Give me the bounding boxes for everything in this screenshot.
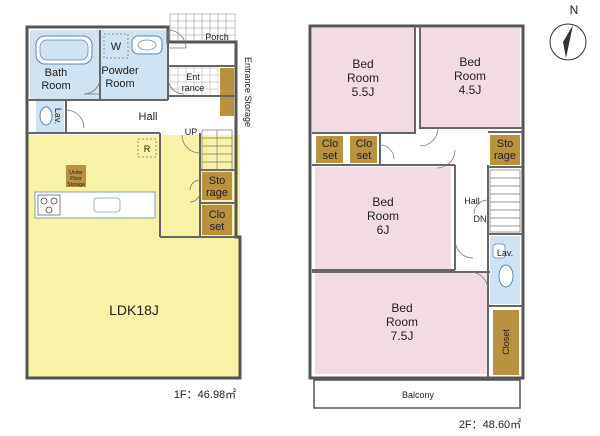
svg-text:Room: Room [347, 71, 379, 85]
bed3-fill [315, 167, 451, 270]
svg-text:Storage: Storage [67, 182, 85, 188]
toilet-1f [39, 106, 53, 126]
stairs-2f [489, 169, 521, 233]
floor-2-area: 2F：48.60㎡ [459, 418, 521, 431]
closet-2f-a-label: Clo [322, 138, 339, 150]
svg-text:set: set [323, 150, 338, 162]
lav-2f-label: Lav. [497, 248, 513, 258]
ldk-label: LDK18J [109, 302, 159, 318]
hall-1f-label: Hall [139, 111, 158, 123]
underfloor-storage-hatch [66, 165, 86, 187]
svg-text:Room: Room [454, 69, 486, 83]
porch-tiles [169, 13, 236, 43]
svg-text:Floor: Floor [70, 176, 82, 182]
outer-wall-2f [308, 24, 525, 380]
closet-2f-a-fill [316, 136, 343, 163]
lav-1f-label: Lav. [53, 108, 63, 124]
svg-text:Room: Room [367, 209, 399, 223]
bed2-fill [420, 28, 520, 128]
inner-walls-2f [312, 26, 523, 378]
toilet-2f [498, 264, 514, 288]
stairs-1f [201, 129, 233, 171]
svg-text:rance: rance [182, 83, 205, 93]
entrance-storage-label: Entrance Storage [243, 57, 253, 127]
svg-text:rage: rage [206, 187, 228, 199]
closet-long-label: Closet [501, 329, 511, 355]
washbasin-1f [131, 35, 163, 55]
refrigerator-space [137, 138, 157, 158]
bathtub [35, 35, 93, 65]
entrance-label: Ent [186, 72, 200, 82]
stairs-up-label: UP [185, 127, 198, 137]
svg-text:set: set [210, 221, 225, 233]
storage-1f-fill [202, 172, 232, 200]
powder-room-label: Powder [101, 65, 139, 77]
floor-1: Bath Room Powder Room W Porch Ent rance … [25, 13, 253, 401]
north-compass-icon [549, 23, 587, 61]
entrance-storage-fill [220, 68, 234, 116]
closet-long-fill [493, 310, 519, 375]
bed4-fill [315, 272, 487, 374]
stairs-down-label: DN [474, 214, 487, 224]
svg-text:6J: 6J [377, 223, 390, 237]
doors-1f [65, 29, 201, 203]
svg-text:7.5J: 7.5J [391, 329, 414, 343]
svg-text:5.5J: 5.5J [352, 85, 375, 99]
balcony-label: Balcony [402, 390, 435, 400]
underfloor-storage-label: Under [69, 170, 83, 176]
floor-2: N Bed Room 5.5J Bed Room 4.5J Bed Room 6… [308, 3, 587, 431]
doors-2f [379, 127, 489, 291]
closet-1f-label: Clo [209, 209, 226, 221]
washer-space [103, 33, 129, 59]
north-label: N [570, 3, 579, 17]
svg-text:4.5J: 4.5J [459, 83, 482, 97]
bed1-label: Bed [352, 57, 373, 71]
closet-2f-b-fill [350, 136, 377, 163]
bed2-label: Bed [459, 55, 480, 69]
washbasin-2f [492, 243, 506, 259]
svg-text:set: set [357, 150, 372, 162]
storage-2f-fill [490, 135, 520, 165]
washer-mark: W [111, 41, 122, 53]
storage-1f-label: Sto [209, 175, 226, 187]
ldk-fill-lower [27, 237, 240, 378]
svg-text:Room: Room [41, 80, 70, 92]
bed1-fill [312, 28, 415, 133]
svg-text:Room: Room [105, 78, 134, 90]
bed3-label: Bed [372, 195, 393, 209]
hall-2f-label: Hall [464, 196, 480, 206]
svg-text:Room: Room [386, 315, 418, 329]
closet-1f-fill [202, 205, 232, 235]
porch-label: Porch [205, 32, 229, 42]
floor-1-area: 1F：46.98㎡ [174, 388, 236, 401]
closet-2f-b-label: Clo [356, 138, 373, 150]
bed4-label: Bed [391, 301, 412, 315]
refrigerator-mark: R [144, 144, 151, 154]
kitchen-counter [34, 191, 156, 219]
balcony [313, 379, 521, 409]
svg-text:rage: rage [494, 150, 516, 162]
storage-2f-label: Sto [497, 138, 514, 150]
bath-label: Bath [45, 67, 68, 79]
